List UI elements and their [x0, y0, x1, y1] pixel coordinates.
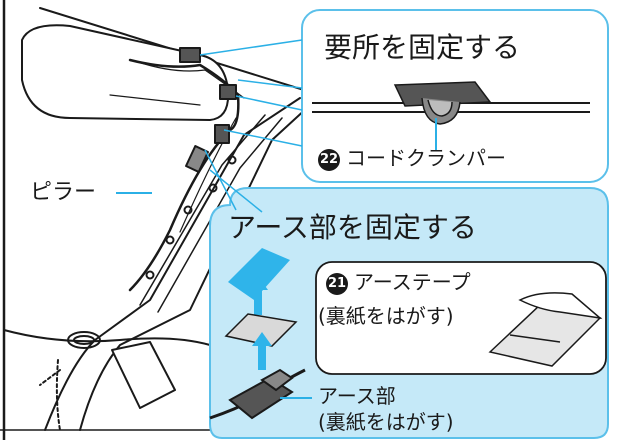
earth-leader-line-1	[204, 149, 237, 211]
earth-tape-number-badge: 21	[326, 272, 348, 295]
cord-clamper-label: コードクランパー	[346, 146, 506, 170]
car-interior-drawing	[0, 0, 321, 440]
earth-tape-note: (裏紙をはがす)	[318, 304, 454, 328]
peeled-backing-shape	[228, 248, 290, 300]
peel-arrow-bottom	[252, 332, 272, 370]
ground-fix-title: アース部を固定する	[228, 211, 477, 244]
earth-tape-caption: 21 アーステープ	[326, 272, 471, 295]
earth-part-note: (裏紙をはがす)	[318, 410, 454, 434]
earth-leader-line-2	[209, 169, 263, 213]
cable-path	[128, 58, 240, 292]
sun-visor-shape	[21, 24, 230, 121]
cord-clamper-shape	[393, 81, 492, 125]
peel-arrow-top	[248, 276, 268, 315]
fix-points-title: 要所を固定する	[324, 31, 521, 64]
earth-tape-illustration	[488, 292, 603, 367]
earth-tape-label: アーステープ	[354, 270, 471, 294]
cord-clamper-caption: 22 コードクランパー	[318, 148, 506, 171]
a-pillar-shape	[44, 97, 301, 431]
earth-part-label: アース部	[318, 384, 396, 408]
earth-part-shape	[209, 368, 306, 420]
cord-clamper-number-badge: 22	[318, 148, 340, 171]
callout-leader-lines	[199, 39, 303, 147]
pillar-label: ピラー	[30, 180, 97, 205]
